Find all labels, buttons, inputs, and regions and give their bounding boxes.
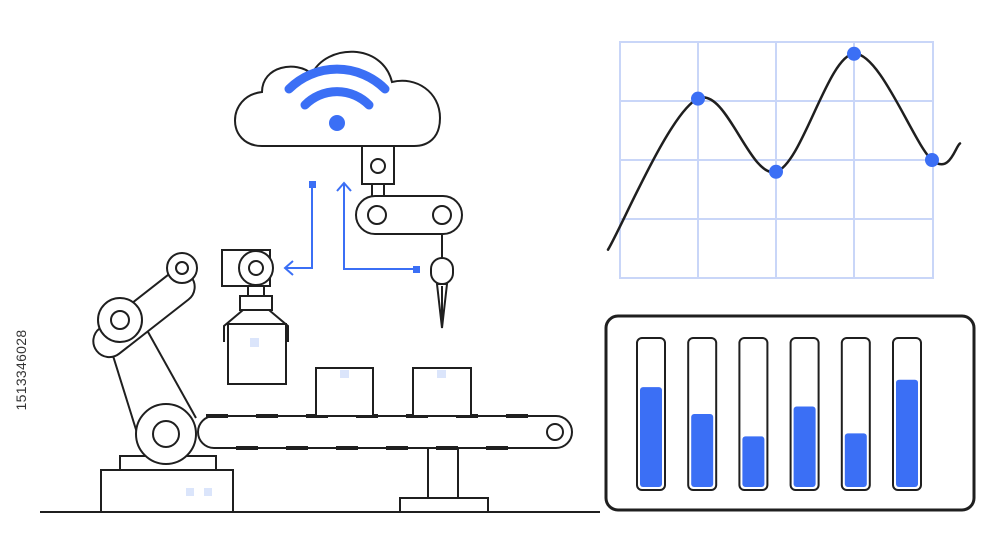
signal-node-left — [309, 181, 316, 188]
belt-slats-bottom — [236, 446, 508, 450]
level-bar-fill — [691, 413, 714, 487]
wifi-dot — [329, 115, 345, 131]
wifi-arc-outer — [284, 64, 390, 94]
held-box — [227, 323, 287, 385]
base-indicator-2 — [204, 488, 212, 496]
chart-data-point — [925, 153, 939, 167]
conveyor-box-1-tag — [340, 370, 349, 378]
gripper-finger-right — [268, 309, 289, 342]
elbow-joint-pin — [110, 310, 130, 330]
robot-base — [100, 469, 234, 513]
conveyor-belt-icon — [197, 367, 573, 513]
wrist-joint-pin — [248, 260, 264, 276]
level-bar-fill — [742, 436, 765, 487]
gripper-finger-left — [223, 309, 244, 342]
chart-grid — [619, 41, 934, 279]
level-bar-fill — [844, 433, 867, 487]
level-bar-fill — [640, 387, 662, 487]
arrowhead-to-robot — [283, 260, 294, 276]
chart-data-points — [691, 46, 939, 179]
cloud-outline — [234, 50, 442, 147]
level-bar-fill — [896, 379, 918, 487]
stock-id-text: 1513346028 — [13, 329, 29, 411]
chart-series-line — [606, 52, 962, 251]
gripper-head — [239, 295, 273, 311]
line-chart-icon — [606, 41, 962, 279]
signal-arrows — [283, 181, 420, 276]
conveyor-stand — [427, 447, 459, 499]
arrowhead-to-cloud — [336, 181, 352, 192]
robot-arm-icon — [92, 249, 289, 513]
level-bars-icon — [604, 314, 976, 512]
signal-path-to-robot — [286, 188, 313, 269]
upper-elbow-pin — [175, 261, 189, 275]
shoulder-joint-pin — [152, 420, 180, 448]
conveyor-belt — [197, 415, 573, 449]
arm-horizontal-link — [355, 195, 463, 235]
level-bar-fill — [793, 406, 816, 487]
chart-data-point — [769, 164, 783, 179]
held-box-tag — [250, 338, 259, 347]
arm-joint-right — [432, 205, 452, 225]
base-indicator-1 — [186, 488, 194, 496]
stock-id-label: 1513346028 — [4, 300, 38, 440]
chart-data-point — [691, 91, 705, 106]
conveyor-box-2-tag — [437, 370, 446, 378]
cloud-wifi-icon — [234, 50, 442, 147]
conveyor-foot — [399, 497, 489, 513]
chart-data-point — [847, 46, 861, 61]
tool-chuck — [430, 257, 454, 285]
level-bars — [636, 337, 922, 491]
signal-node-right — [413, 266, 420, 273]
conveyor-roller — [546, 423, 564, 441]
arm-mount-pivot — [370, 158, 386, 174]
arm-joint-left — [367, 205, 387, 225]
signal-path-to-cloud — [343, 184, 413, 270]
ceiling-tool-arm — [355, 145, 463, 329]
wifi-arc-middle — [300, 87, 374, 110]
